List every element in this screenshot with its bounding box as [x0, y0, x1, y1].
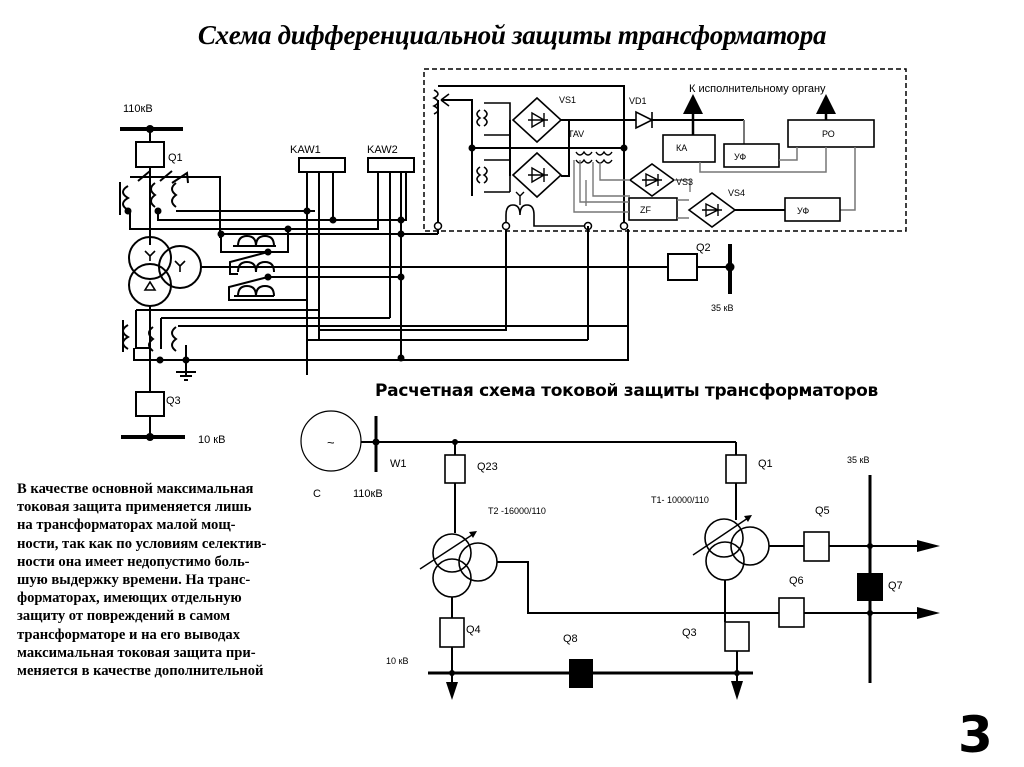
block-ka[interactable] [662, 134, 716, 163]
breaker-q6 [778, 597, 805, 628]
terminal [501, 221, 511, 231]
label-kaw1: KAW1 [290, 144, 321, 156]
label-bus-35kv: 35 кВ [711, 303, 733, 313]
label-source: С [313, 488, 321, 500]
label-kaw2: KAW2 [367, 144, 398, 156]
breaker-q3-lower [724, 621, 750, 652]
paragraph-line: В качестве основной максимальная [17, 481, 254, 497]
label-ka: КА [676, 143, 687, 153]
label-q2: Q2 [696, 242, 711, 254]
terminal [433, 221, 443, 231]
page-number: 3 [958, 706, 993, 764]
paragraph-line: максимальная токовая защита при- [17, 644, 256, 661]
breaker-q23 [444, 454, 466, 484]
label-zf: ZF [640, 205, 651, 215]
label-q7: Q7 [888, 580, 903, 592]
differential-protection-diagram [119, 68, 907, 441]
paragraph-line: ности, так как по условиям селектив- [17, 535, 267, 552]
paragraph-line: форматорах, имеющих отдельную [17, 590, 242, 607]
slide-title: Схема дифференциальной защиты трансформа… [197, 20, 827, 50]
breaker-q3 [135, 391, 165, 417]
label-q3-lower: Q3 [682, 627, 697, 639]
label-vs4: VS4 [728, 188, 745, 198]
current-protection-diagram [300, 410, 940, 700]
label-vs3: VS3 [676, 177, 693, 187]
block-ro[interactable] [787, 119, 875, 148]
paragraph-line: меняется в качестве дополнительной [17, 663, 264, 680]
label-bus-110kv-lower: 110кВ [353, 488, 383, 500]
paragraph-line: на трансформаторах малой мощ- [17, 517, 236, 534]
feeder-arrow [917, 607, 940, 619]
relay-kaw2[interactable] [367, 157, 415, 173]
terminal [619, 221, 629, 231]
breaker-q4 [439, 617, 465, 648]
relay-kaw1[interactable] [298, 157, 346, 173]
transformer-winding-hv [128, 236, 172, 280]
relay-block-frame [423, 68, 907, 232]
label-output: К исполнительному органу [689, 83, 826, 95]
label-vs1: VS1 [559, 95, 576, 105]
label-uf-1: УФ [734, 152, 746, 162]
block-uf-2[interactable] [784, 197, 841, 222]
paragraph-line: ности она имеет недопустимо боль- [17, 553, 250, 570]
label-q1: Q1 [168, 152, 183, 164]
label-q5: Q5 [815, 505, 830, 517]
transformer-tav [575, 150, 613, 164]
paragraph-line: трансформаторе и на его выводах [17, 626, 241, 643]
paragraph-line: токовая защита применяется лишь [17, 499, 252, 516]
label-vd1: VD1 [629, 96, 647, 106]
description-paragraph: В качестве основной максимальная токовая… [17, 480, 317, 680]
load-arrow [446, 682, 458, 700]
paragraph-line: шую выдержку времени. На транс- [17, 572, 251, 589]
label-bus-10kv: 10 кВ [198, 434, 225, 446]
label-q6: Q6 [789, 575, 804, 587]
label-source-symbol: ~ [327, 435, 335, 450]
label-q1-lower: Q1 [758, 458, 773, 470]
label-tav: TAV [568, 129, 584, 139]
block-zf[interactable] [628, 197, 678, 221]
feeder-arrow [917, 540, 940, 552]
breaker-q7 [857, 573, 883, 601]
transformer-winding-lv [128, 263, 172, 307]
diode-vd1 [635, 110, 654, 130]
calculation-scheme-title: Расчетная схема токовой защиты трансформ… [375, 381, 878, 401]
label-w1: W1 [390, 458, 407, 470]
label-q23: Q23 [477, 461, 498, 473]
label-uf-2: УФ [797, 206, 809, 216]
breaker-q8 [569, 659, 593, 688]
transformer-t2-lv [432, 558, 472, 598]
label-ro: РО [822, 129, 835, 139]
label-bus-10kv-lower: 10 кВ [386, 656, 408, 666]
load-arrow [731, 681, 743, 700]
transformer-t2-hv [432, 533, 472, 573]
label-q3: Q3 [166, 395, 181, 407]
transformer-t2-mv [458, 542, 498, 582]
label-bus-35kv-lower: 35 кВ [847, 455, 869, 465]
breaker-q2 [667, 253, 698, 281]
paragraph-line: защиту от повреждений в самом [17, 608, 231, 625]
breaker-q1 [135, 141, 165, 168]
transformer-t1-hv [704, 518, 744, 558]
label-q8: Q8 [563, 633, 578, 645]
block-uf-1[interactable] [723, 143, 780, 168]
breaker-q5 [803, 531, 830, 562]
label-t2: Т2 -16000/110 [488, 506, 546, 516]
breaker-q1-lower [725, 454, 747, 484]
label-t1: Т1- 10000/110 [651, 495, 709, 505]
label-bus-110kv: 110кВ [123, 103, 153, 115]
label-q4: Q4 [466, 624, 481, 636]
